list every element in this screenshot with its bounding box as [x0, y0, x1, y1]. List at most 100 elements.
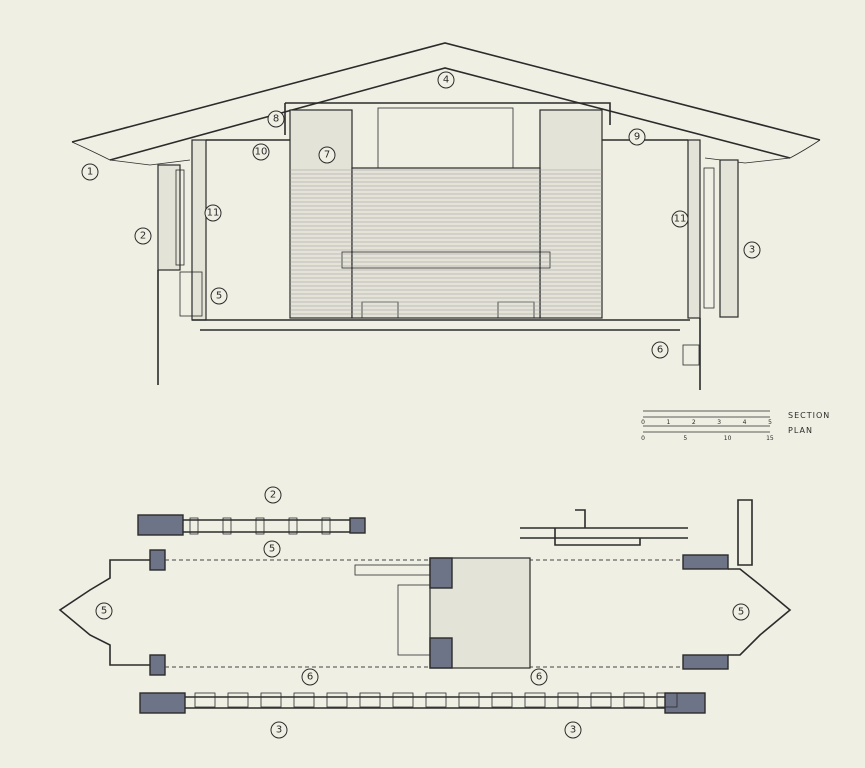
hearth [397, 584, 431, 656]
mullion [458, 692, 480, 708]
callout-c1: 1 [81, 163, 99, 181]
callout-c5: 5 [210, 287, 228, 305]
plan-scale-tick: 10 [724, 435, 732, 442]
callout-p5c: 5 [732, 603, 750, 621]
skylight [377, 107, 514, 169]
mullion [321, 517, 331, 535]
callout-label: 2 [270, 490, 276, 501]
section-scale-tick: 2 [692, 419, 696, 426]
mullion [392, 692, 414, 708]
pier-bottom-right [664, 692, 706, 714]
section-scale-tick: 4 [743, 419, 747, 426]
callout-label: 6 [657, 345, 663, 356]
pier-bottom-left [139, 692, 186, 714]
callout-label: 4 [443, 75, 449, 86]
right-window [703, 167, 715, 309]
callout-label: 5 [269, 544, 275, 555]
plan-drawing [58, 499, 792, 714]
section-scale-label: SECTION [788, 411, 830, 420]
ceiling-plan-detail [520, 509, 688, 546]
pier-right-lower [682, 654, 729, 670]
section-scale-tick: 5 [768, 419, 772, 426]
section-drawing [71, 42, 821, 390]
fireplace-pier-b [429, 637, 453, 669]
callout-label: 9 [634, 132, 640, 143]
mullion [293, 692, 315, 708]
roof-eave-right [704, 139, 821, 164]
bench [354, 564, 431, 576]
pier-left-lower [149, 654, 166, 676]
section-scale-tick: 1 [666, 419, 670, 426]
pier-top-left [137, 514, 184, 536]
right-bay [728, 568, 792, 656]
drain [682, 344, 700, 366]
callout-c8: 8 [267, 110, 285, 128]
callout-label: 5 [216, 291, 222, 302]
plan-scale-tick: 5 [683, 435, 687, 442]
callout-label: 3 [749, 245, 755, 256]
callout-label: 11 [207, 208, 220, 219]
mullion [255, 517, 265, 535]
callout-c7: 7 [318, 146, 336, 164]
mullion [623, 692, 645, 708]
callout-c10: 10 [252, 143, 270, 161]
callout-p3b: 3 [564, 721, 582, 739]
callout-c11b: 11 [671, 210, 689, 228]
pier-left-upper [149, 549, 166, 571]
callout-label: 5 [738, 607, 744, 618]
plan-scale-tick: 0 [641, 435, 645, 442]
radiator [179, 271, 203, 317]
mullion [425, 692, 447, 708]
roof-outline [71, 42, 821, 161]
pier-right-upper [682, 554, 729, 570]
section-scale-tick: 3 [717, 419, 721, 426]
mullion [524, 692, 546, 708]
left-window [175, 169, 185, 266]
mullion [557, 692, 579, 708]
callout-c11a: 11 [204, 204, 222, 222]
pier-top-mid [349, 517, 366, 534]
section-scale-tick: 0 [641, 419, 645, 426]
mullion [194, 692, 216, 708]
callout-p5b: 5 [95, 602, 113, 620]
callout-label: 6 [536, 672, 542, 683]
callout-p6b: 6 [530, 668, 548, 686]
callout-label: 6 [307, 672, 313, 683]
right-outer-wall [719, 159, 739, 318]
mullion [359, 692, 381, 708]
right-inner-wall [687, 139, 701, 319]
mullion [222, 517, 232, 535]
brick-coursing [290, 169, 602, 315]
callout-label: 10 [255, 147, 268, 158]
callout-label: 1 [87, 167, 93, 178]
mullion [491, 692, 513, 708]
callout-label: 11 [674, 214, 687, 225]
fireplace-pier-a [429, 557, 453, 589]
mantel [341, 251, 551, 269]
left-inner-wall [191, 139, 207, 321]
mullion [260, 692, 282, 708]
callout-c9: 9 [628, 128, 646, 146]
mullion [326, 692, 348, 708]
callout-p5a: 5 [263, 540, 281, 558]
plan-scale-label: PLAN [788, 426, 813, 435]
mullion [656, 692, 678, 708]
callout-p6a: 6 [301, 668, 319, 686]
callout-c6: 6 [651, 341, 669, 359]
callout-label: 3 [276, 725, 282, 736]
callout-label: 2 [140, 231, 146, 242]
callout-label: 5 [101, 606, 107, 617]
roof-overhang-line [165, 559, 683, 668]
callout-c3: 3 [743, 241, 761, 259]
left-outer-wall [157, 164, 181, 271]
callout-p2: 2 [264, 486, 282, 504]
callout-c4: 4 [437, 71, 455, 89]
callout-label: 8 [273, 114, 279, 125]
left-bay [58, 559, 150, 666]
mullion [590, 692, 612, 708]
callout-label: 7 [324, 150, 330, 161]
